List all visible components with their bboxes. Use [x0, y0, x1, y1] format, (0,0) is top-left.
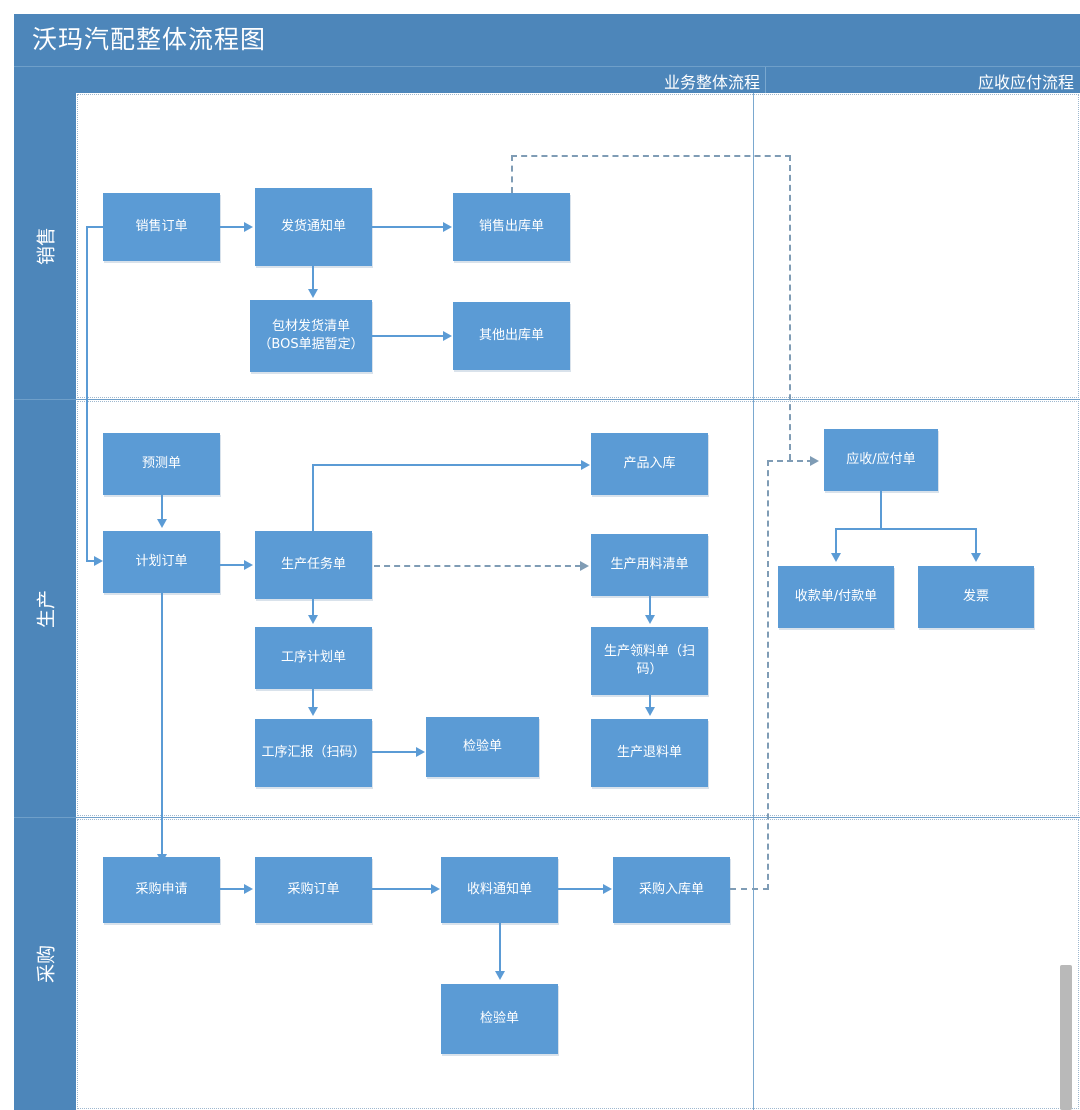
column-header-business: 业务整体流程 — [14, 67, 766, 93]
edge-bom-to-issue — [649, 596, 651, 615]
dashed-inbound-right — [730, 888, 769, 890]
edge-task-to-productinbound-horiz — [312, 464, 582, 466]
page-title: 沃玛汽配整体流程图 — [32, 25, 267, 54]
edge-task-to-productinbound-vert — [312, 464, 314, 532]
lane-separator-1 — [14, 399, 1080, 400]
edge-arap-down — [880, 491, 882, 529]
arrowhead-inspection-purchase — [495, 971, 505, 980]
dashed-salesoutbound-up — [511, 155, 513, 193]
arrowhead-receiving-notice — [431, 884, 440, 894]
column-header-divider — [765, 67, 766, 93]
arrowhead-product-inbound — [581, 460, 590, 470]
dashed-salesoutbound-right — [511, 155, 791, 157]
edge-delivery-to-salesoutbound — [372, 226, 444, 228]
node-purchase-order[interactable]: 采购订单 — [255, 857, 372, 923]
title-bar — [14, 14, 1080, 62]
title-separator — [14, 66, 1080, 67]
column-divider-production — [753, 400, 754, 817]
lane-label-production-text: 生产 — [35, 589, 58, 628]
arrowhead-purchase-inbound — [603, 884, 612, 894]
edge-receiving-to-inbound — [558, 888, 604, 890]
arrowhead-planorder — [157, 519, 167, 528]
lane-label-sales: 销售 — [14, 93, 76, 399]
node-delivery-notice[interactable]: 发货通知单 — [255, 188, 372, 266]
node-sales-outbound[interactable]: 销售出库单 — [453, 193, 570, 261]
arrowhead-planorder-from-sales — [94, 556, 103, 566]
node-invoice[interactable]: 发票 — [918, 566, 1034, 628]
lane-label-purchase-text: 采购 — [35, 944, 58, 984]
vertical-scrollbar-thumb[interactable] — [1060, 965, 1072, 1110]
arrowhead-material-issue — [645, 615, 655, 624]
edge-receiving-to-inspection — [499, 923, 501, 971]
edge-packing-to-otheroutbound — [372, 335, 444, 337]
arrowhead-inspection-production — [416, 747, 425, 757]
edge-forecast-to-planorder — [161, 495, 163, 520]
node-ar-ap-bill[interactable]: 应收/应付单 — [824, 429, 938, 491]
edge-arap-split — [835, 528, 976, 530]
edge-salesorder-to-planorder-vert — [86, 226, 88, 561]
edge-salesorder-to-planorder-horiz — [86, 560, 96, 562]
edge-delivery-to-packing — [312, 266, 314, 290]
arrowhead-process-plan — [308, 615, 318, 624]
lane-label-sales-text: 销售 — [35, 226, 58, 266]
node-product-inbound[interactable]: 产品入库 — [591, 433, 708, 495]
edge-planorder-to-task — [220, 564, 245, 566]
node-process-report[interactable]: 工序汇报（扫码） — [255, 719, 372, 787]
arrowhead-receipt-payment — [831, 553, 841, 562]
node-inspection-production[interactable]: 检验单 — [426, 717, 539, 777]
arrowhead-salesoutbound — [443, 222, 452, 232]
dashed-inbound-up — [767, 460, 769, 890]
lane-separator-2 — [14, 817, 1080, 818]
column-header-ar-ap: 应收应付流程 — [766, 67, 1080, 93]
arrowhead-production-bom — [580, 561, 589, 571]
edge-arap-to-receipt — [835, 528, 837, 554]
edge-order-to-receiving — [372, 888, 432, 890]
edge-planorder-to-purchaserequest — [161, 593, 163, 855]
arrowhead-delivery — [244, 222, 253, 232]
dashed-salesoutbound-down — [789, 155, 791, 460]
node-production-bom[interactable]: 生产用料清单 — [591, 534, 708, 596]
arrowhead-process-report — [308, 707, 318, 716]
arrowhead-ar-ap-bill — [810, 456, 819, 466]
node-material-return[interactable]: 生产退料单 — [591, 719, 708, 787]
node-receiving-notice[interactable]: 收料通知单 — [441, 857, 558, 923]
edge-arap-to-invoice — [975, 528, 977, 554]
dashed-task-to-bom — [374, 565, 581, 567]
edge-issue-to-return — [649, 695, 651, 707]
column-divider-purchase — [753, 818, 754, 1110]
edge-salesorder-left-stub — [86, 226, 104, 228]
arrowhead-material-return — [645, 707, 655, 716]
lane-label-production: 生产 — [14, 400, 76, 817]
arrowhead-packing — [308, 289, 318, 298]
edge-salesorder-to-delivery — [220, 226, 246, 228]
node-purchase-inbound[interactable]: 采购入库单 — [613, 857, 730, 923]
dashed-into-arap — [767, 460, 813, 462]
node-packing-list[interactable]: 包材发货清单（BOS单据暂定） — [250, 300, 372, 372]
node-plan-order[interactable]: 计划订单 — [103, 531, 220, 593]
lane-canvas-sales — [76, 93, 1080, 399]
node-forecast-order[interactable]: 预测单 — [103, 433, 220, 495]
node-inspection-purchase[interactable]: 检验单 — [441, 984, 558, 1054]
lane-label-purchase: 采购 — [14, 818, 76, 1110]
edge-report-to-inspection — [372, 751, 416, 753]
node-process-plan[interactable]: 工序计划单 — [255, 627, 372, 689]
edge-processplan-to-report — [312, 689, 314, 707]
node-material-issue[interactable]: 生产领料单（扫码） — [591, 627, 708, 695]
edge-request-to-order — [220, 888, 245, 890]
node-sales-order[interactable]: 销售订单 — [103, 193, 220, 261]
arrowhead-invoice — [971, 553, 981, 562]
node-production-task[interactable]: 生产任务单 — [255, 531, 372, 599]
column-divider-sales — [753, 93, 754, 399]
arrowhead-purchase-order — [244, 884, 253, 894]
node-other-outbound[interactable]: 其他出库单 — [453, 302, 570, 370]
node-purchase-request[interactable]: 采购申请 — [103, 857, 220, 923]
arrowhead-production-task — [244, 560, 253, 570]
node-receipt-payment[interactable]: 收款单/付款单 — [778, 566, 894, 628]
edge-task-to-processplan — [312, 599, 314, 615]
lane-canvas-purchase — [76, 818, 1080, 1110]
arrowhead-otheroutbound — [443, 331, 452, 341]
